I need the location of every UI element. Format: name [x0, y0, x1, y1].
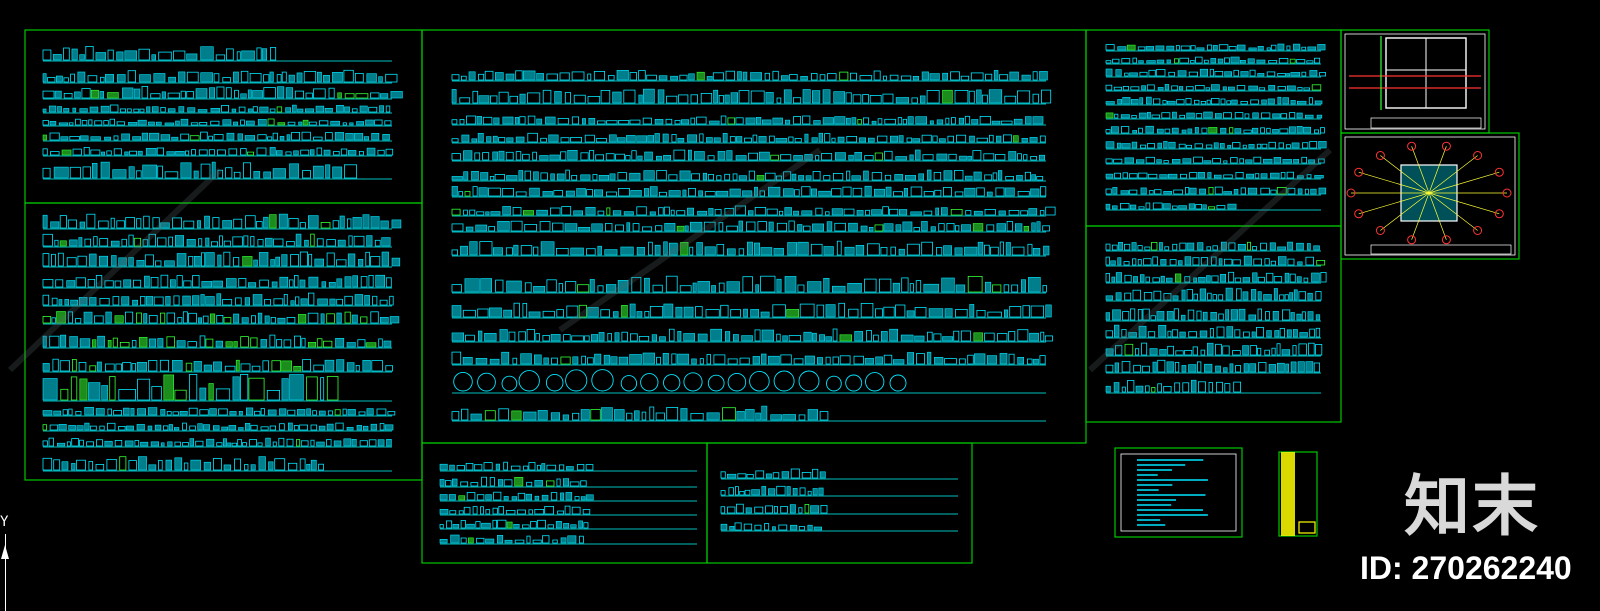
- sheet-top-right-content: [1105, 43, 1327, 211]
- yellow-strip-drawing: [1281, 452, 1316, 536]
- watermark-id: ID: 270262240: [1360, 550, 1572, 586]
- sheet-bottom-center-right-content: [720, 468, 958, 532]
- legend-table-drawing: [1120, 453, 1237, 532]
- floorplan-2-drawing: [1344, 136, 1516, 256]
- sheet-bottom-center-right[interactable]: [706, 442, 973, 564]
- sheet-floorplan-2[interactable]: [1340, 132, 1520, 260]
- sheet-mid-left-content: [42, 213, 402, 472]
- sheet-main-center[interactable]: [421, 29, 1087, 444]
- ucs-axis-line: [5, 534, 6, 611]
- sheet-main-center-content: [451, 70, 1056, 422]
- sheet-floorplan-1[interactable]: [1340, 29, 1490, 134]
- sheet-right-middle-content: [1105, 241, 1327, 394]
- floorplan-1-drawing: [1344, 33, 1486, 130]
- diagonal-watermark-marks: [7, 147, 1333, 373]
- sheet-top-left-content: [42, 46, 403, 180]
- ucs-axis-label: Y: [0, 514, 9, 530]
- sheet-legend-table[interactable]: [1114, 447, 1243, 538]
- sheet-right-middle[interactable]: [1085, 225, 1342, 423]
- sheet-yellow-strip[interactable]: [1278, 451, 1318, 537]
- sheet-bottom-center-left[interactable]: [421, 442, 708, 564]
- watermark-logo: 知末: [1404, 468, 1540, 545]
- sheet-bottom-center-left-content: [439, 461, 697, 545]
